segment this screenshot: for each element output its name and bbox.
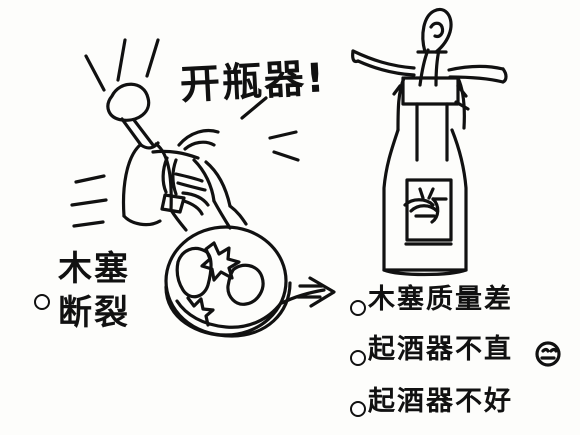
right-bullet-1	[350, 300, 366, 316]
left-label-line-1: 木塞	[58, 249, 130, 289]
left-corkscrew	[106, 82, 248, 232]
broken-cork-drawing	[164, 225, 336, 338]
right-bullet-3	[350, 401, 366, 417]
right-item-3: 起酒器不好	[368, 386, 513, 417]
wine-bottle-with-corkscrew	[351, 8, 508, 277]
left-bullet	[34, 294, 50, 310]
page-title: 开瓶器!	[178, 55, 328, 109]
face-icon	[535, 341, 561, 367]
right-item-1: 木塞质量差	[368, 284, 513, 315]
left-label-line-2: 断裂	[58, 293, 130, 333]
right-item-2: 起酒器不直	[368, 334, 513, 365]
title-text: 开瓶器!	[178, 55, 328, 109]
right-bullet-2	[350, 350, 366, 366]
